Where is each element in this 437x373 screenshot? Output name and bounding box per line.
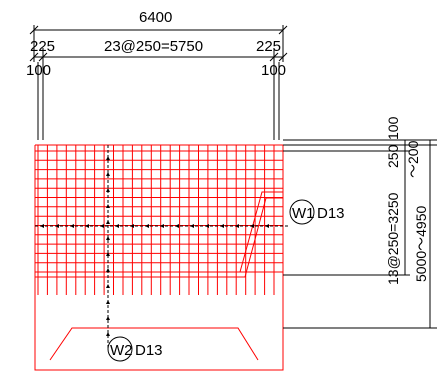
leader-arrow-left — [220, 224, 224, 228]
leader-arrow-up — [106, 332, 110, 336]
leader-arrow-up — [106, 188, 110, 192]
dimension-ticks — [29, 25, 288, 62]
section-outline — [34, 144, 284, 371]
leader-arrow-left — [250, 224, 254, 228]
leader-arrow-up — [106, 252, 110, 256]
leader-arrow-up — [106, 284, 110, 288]
leader-arrow-left — [85, 224, 89, 228]
dimension-lines — [33, 25, 437, 348]
callout-w2: W2 D13 — [107, 336, 163, 362]
leader-arrow-left — [70, 224, 74, 228]
overall-width-label: 6400 — [139, 9, 172, 26]
top-offset-2-label: 250 — [385, 144, 401, 168]
leader-arrow-left — [265, 224, 269, 228]
leader-arrow-up — [106, 300, 110, 304]
leader-arrow-left — [130, 224, 134, 228]
leader-arrow-left — [160, 224, 164, 228]
leader-arrow-up — [106, 172, 110, 176]
leader-arrow-left — [40, 224, 44, 228]
leader-arrow-left — [115, 224, 119, 228]
callout-w1-label: W1 — [292, 205, 315, 222]
spacing-horizontal-label: 23@250=5750 — [104, 38, 203, 55]
leader-arrow-left — [190, 224, 194, 228]
leader-arrow-left — [100, 224, 104, 228]
leader-arrow-up — [106, 316, 110, 320]
leader-arrow-left — [55, 224, 59, 228]
leader-arrow-left — [145, 224, 149, 228]
callout-w2-spec: D13 — [135, 342, 163, 359]
left-edge-label: 225 — [30, 38, 55, 55]
leader-arrows — [40, 156, 269, 336]
height-range-label: 5000～4950 — [413, 205, 429, 282]
leader-arrow-left — [235, 224, 239, 228]
leader-arrow-left — [175, 224, 179, 228]
leader-arrow-up — [106, 236, 110, 240]
left-offset-label: 100 — [26, 62, 51, 79]
callout-w2-label: W2 — [110, 342, 133, 359]
leader-arrow-left — [205, 224, 209, 228]
top-offset-1-label: 100 — [385, 116, 401, 140]
top-offset-range-label: ～200 — [405, 140, 421, 178]
leader-arrow-up — [106, 204, 110, 208]
w1-bent-bar — [35, 191, 283, 278]
rebar-grid — [35, 145, 283, 295]
leader-arrow-up — [106, 220, 110, 224]
spacing-vertical-label: 13@250=3250 — [385, 192, 401, 285]
callout-w1: W1 D13 — [289, 199, 345, 225]
callout-w1-spec: D13 — [317, 205, 345, 222]
right-edge-label: 225 — [256, 38, 281, 55]
right-offset-label: 100 — [261, 62, 286, 79]
leader-arrow-up — [106, 268, 110, 272]
leader-arrow-up — [106, 156, 110, 160]
